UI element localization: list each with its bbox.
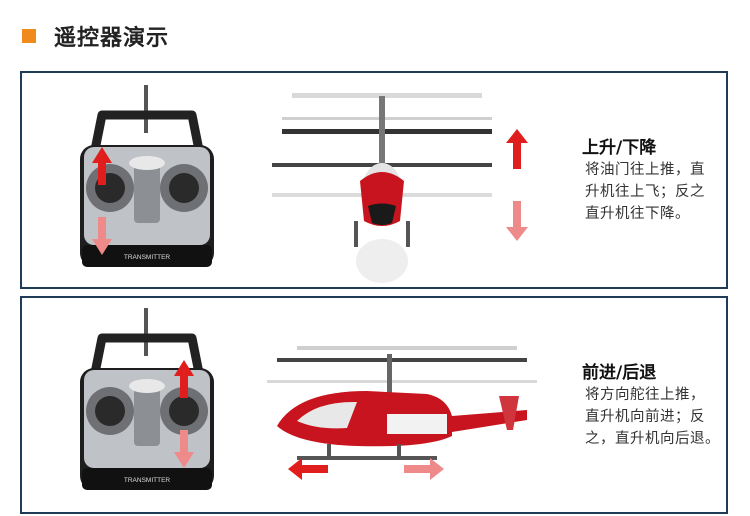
stick-down-arrow-icon <box>174 430 194 468</box>
transmitter-label: TRANSMITTER <box>124 254 171 261</box>
up-arrow-icon <box>506 129 528 169</box>
page-header: 遥控器演示 <box>22 18 169 54</box>
stick-up-arrow-icon <box>92 147 112 185</box>
direction-description: 将方向舵往上推， 直升机向前进；反 之，直升机向后退。 <box>585 384 720 450</box>
remote-controller-image: TRANSMITTER <box>80 85 214 267</box>
left-arrow-icon <box>288 458 328 480</box>
down-arrow-icon <box>506 201 528 241</box>
lift-description-line: 将油门往上推，直 <box>585 162 705 178</box>
stick-up-arrow-icon <box>174 360 194 398</box>
transmitter-label: TRANSMITTER <box>124 477 171 484</box>
helicopter-front-image <box>272 93 492 283</box>
direction-description-line: 将方向舵往上推， <box>585 387 705 403</box>
lift-description: 将油门往上推，直 升机往上飞；反之 直升机往下降。 <box>585 159 705 225</box>
lift-description-line: 直升机往下降。 <box>585 206 690 222</box>
remote-controller-image: TRANSMITTER <box>80 308 214 490</box>
helicopter-side-image <box>267 346 537 460</box>
right-arrow-icon <box>404 458 444 480</box>
up-down-arrows <box>506 129 528 241</box>
left-right-arrows <box>288 458 444 480</box>
page-title: 遥控器演示 <box>54 26 170 51</box>
lift-demo-panel: TRANSMITTER 上升/下降 将油门往上推，直 升机往上飞；反之 直升机往… <box>20 71 728 289</box>
lift-description-line: 升机往上飞；反之 <box>585 184 705 200</box>
stick-down-arrow-icon <box>92 217 112 255</box>
direction-description-line: 直升机向前进；反 <box>585 409 705 425</box>
direction-description-line: 之，直升机向后退。 <box>585 431 720 447</box>
direction-demo-panel: TRANSMITTER 前进/后退 将方向舵往上推， 直升机向前进；反 之，直升… <box>20 296 728 514</box>
direction-title: 前进/后退 <box>582 363 657 383</box>
lift-title: 上升/下降 <box>582 138 657 158</box>
header-bullet-icon <box>22 29 36 43</box>
